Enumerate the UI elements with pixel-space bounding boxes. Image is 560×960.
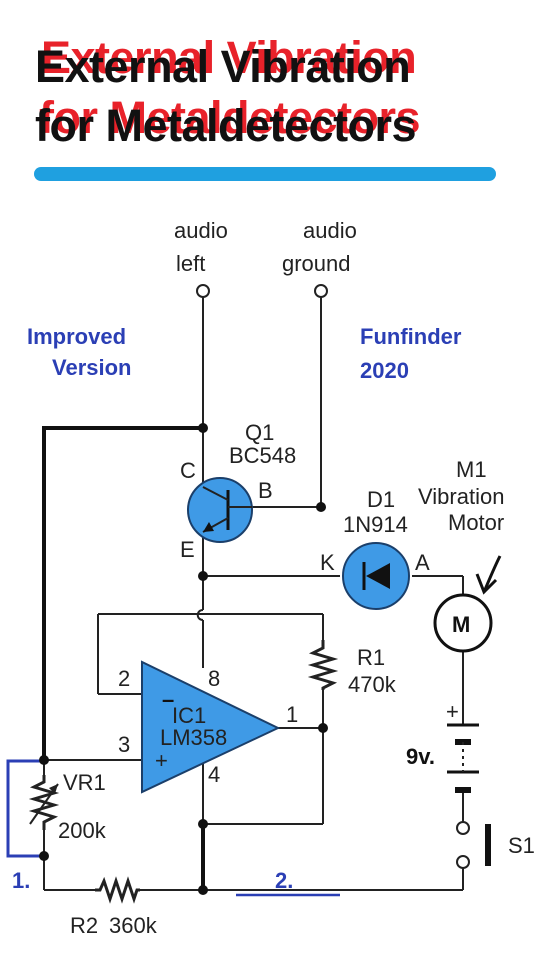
q1-pin-c: C xyxy=(180,458,196,483)
ic1-pin2: 2 xyxy=(118,666,130,691)
transistor-q1: Q1 BC548 C B E xyxy=(180,420,296,562)
resistor-r2: R2 360k xyxy=(70,876,158,938)
ic1-pin4: 4 xyxy=(208,762,220,787)
r1-ref: R1 xyxy=(357,645,385,670)
ic1-pin1: 1 xyxy=(286,702,298,727)
note-mark-1: 1. xyxy=(12,868,30,893)
bold-wires xyxy=(42,426,205,890)
q1-pin-b: B xyxy=(258,478,273,503)
audio-left-label-2: left xyxy=(176,251,205,276)
note-funfinder-line2: 2020 xyxy=(360,358,409,383)
m1-line2: Vibration xyxy=(418,484,504,509)
note-funfinder-line1: Funfinder xyxy=(360,324,462,349)
r2-ref: R2 xyxy=(70,913,98,938)
wire-crossover xyxy=(196,609,204,621)
d1-part: 1N914 xyxy=(343,512,408,537)
thin-wires xyxy=(43,297,464,891)
d1-pin-k: K xyxy=(320,550,335,575)
note-improved-line2: Version xyxy=(52,355,131,380)
q1-pin-e: E xyxy=(180,537,195,562)
switch-s1: S1 xyxy=(456,821,535,869)
ic1-ref: IC1 xyxy=(172,703,206,728)
motor-m1: M M1 Vibration Motor xyxy=(418,457,504,653)
ic1-minus: – xyxy=(162,687,174,712)
resistor-r1: R1 470k xyxy=(307,640,397,697)
battery-value: 9v. xyxy=(406,744,435,769)
title-underline-bar xyxy=(34,167,496,181)
title-block: External Vibration for Metaldetectors Ex… xyxy=(34,32,496,181)
title-line2: for Metaldetectors xyxy=(35,100,416,151)
audio-ground-terminal xyxy=(314,284,328,298)
d1-pin-a: A xyxy=(415,550,430,575)
audio-ground-label-1: audio xyxy=(303,218,357,243)
motor-symbol: M xyxy=(452,612,470,637)
r1-value: 470k xyxy=(348,672,397,697)
vibration-arrow-icon xyxy=(482,555,502,593)
ic1-pin8: 8 xyxy=(208,666,220,691)
note-improved-line1: Improved xyxy=(27,324,126,349)
ic1-plus: + xyxy=(155,748,168,773)
battery-plus-mark: + xyxy=(446,699,459,724)
audio-ground-label-2: ground xyxy=(282,251,351,276)
vr1-value: 200k xyxy=(58,818,107,843)
title-line1: External Vibration xyxy=(35,41,410,92)
diode-d1: D1 1N914 K A xyxy=(320,487,430,610)
m1-ref: M1 xyxy=(456,457,487,482)
q1-ref: Q1 xyxy=(245,420,274,445)
q1-part: BC548 xyxy=(229,443,296,468)
ic1-pin3: 3 xyxy=(118,732,130,757)
s1-ref: S1 xyxy=(508,833,535,858)
battery-9v: + 9v. xyxy=(406,699,479,793)
note-mark-2: 2. xyxy=(275,868,293,893)
vr1-bypass-bracket xyxy=(6,759,44,858)
title-line1-shadow: External Vibration xyxy=(41,32,416,83)
d1-ref: D1 xyxy=(367,487,395,512)
junctions xyxy=(39,423,328,895)
vr1-ref: VR1 xyxy=(63,770,106,795)
opamp-ic1: – + IC1 LM358 2 3 8 4 1 xyxy=(118,660,298,794)
audio-left-label-1: audio xyxy=(174,218,228,243)
title-line2-shadow: for Metaldetectors xyxy=(39,92,420,143)
potentiometer-vr1: VR1 200k xyxy=(28,770,107,843)
ic1-part: LM358 xyxy=(160,725,227,750)
m1-line3: Motor xyxy=(448,510,504,535)
audio-left-terminal xyxy=(196,284,210,298)
r2-value: 360k xyxy=(109,913,158,938)
